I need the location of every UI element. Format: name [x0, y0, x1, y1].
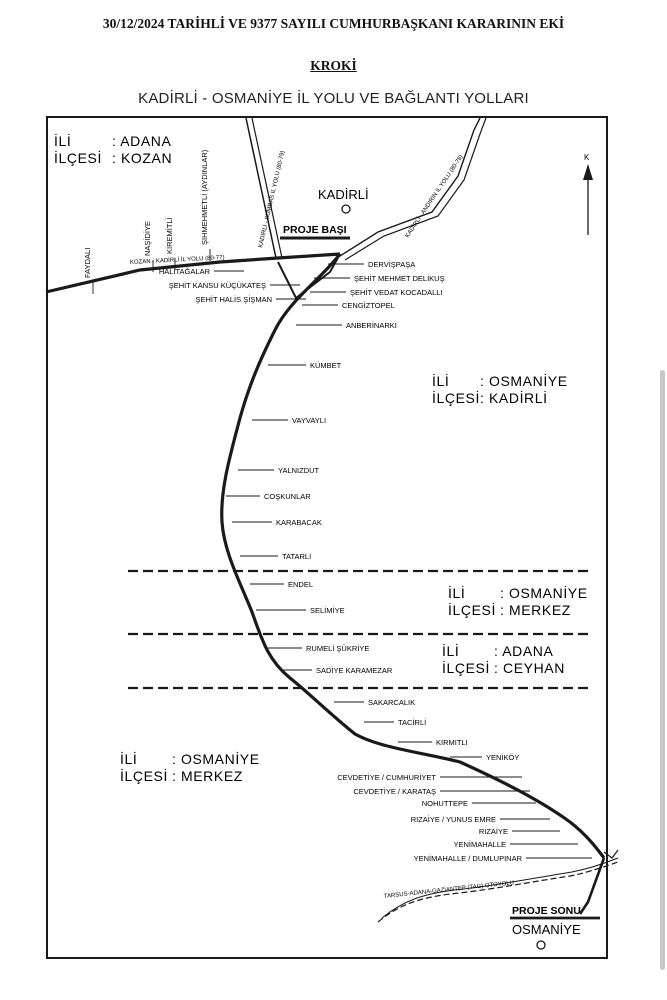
neighborhood-label: RIZAİYE [479, 827, 508, 836]
region-merkez-right-il-key: İLİ [448, 584, 465, 601]
region-kadirli-ilce-val: : KADİRLİ [480, 389, 548, 406]
region-merkez-left-il-key: İLİ [120, 750, 137, 767]
region-merkez-left-ilce-key: İLÇESİ [120, 767, 168, 784]
left-village-label: ŞEHİT KANSU KÜÇÜKATEŞ [169, 281, 266, 290]
right-top-village-label: ŞEHİT MEHMET DELİKUŞ [354, 274, 445, 283]
neighborhood-label: CEVDETİYE / CUMHURİYET [337, 773, 436, 782]
route-village-label: YALNIZDUT [278, 466, 320, 475]
route-village-label: SAKARCALIK [368, 698, 415, 707]
right-top-village-label: CENGİZTOPEL [342, 301, 395, 310]
region-kozan-il-key: İLİ [54, 132, 71, 149]
route-village-label: TATARLI [282, 552, 311, 561]
route-village-label: KARABACAK [276, 518, 322, 527]
neighborhood-label: YENİMAHALLE [453, 840, 506, 849]
decree-header: 30/12/2024 TARİHLİ VE 9377 SAYILI CUMHUR… [102, 16, 565, 31]
vertical-village-label: FAYDALI [83, 248, 92, 278]
map-frame [46, 116, 608, 959]
neighborhood-label: RIZAİYE / YUNUS EMRE [411, 815, 496, 824]
road-label-tag: TARSUS-ADANA-GAZİANTEP (TAG) OTOYOLU [383, 879, 514, 900]
osmaniye-town-icon [536, 940, 546, 950]
junction-connector [277, 253, 341, 300]
project-end-label: PROJE SONU [512, 905, 581, 917]
tag-motorway [377, 861, 619, 923]
region-kozan-ilce-key: İLÇESİ [54, 149, 102, 166]
route-village-label: RUMELİ ŞÜKRİYE [306, 644, 369, 653]
route-village-label: COŞKUNLAR [264, 492, 311, 501]
region-merkez-right-il-val: : OSMANİYE [500, 584, 588, 601]
region-kadirli-il-val: : OSMANİYE [480, 372, 568, 389]
route-village-label: SELİMİYE [310, 606, 345, 615]
map-title: KADİRLİ - OSMANİYE İL YOLU VE BAĞLANTI Y… [138, 90, 529, 107]
route-village-label: VAYVAYLI [292, 416, 326, 425]
road-label-kozan-kadirli: KOZAN - KADİRLİ İL YOLU (80-77) [130, 254, 225, 266]
region-merkez-left-ilce-val: : MERKEZ [172, 768, 243, 784]
north-arrow-icon: K [583, 153, 593, 235]
main-route [220, 253, 606, 859]
region-merkez-right-ilce-key: İLÇESİ [448, 601, 496, 618]
region-merkez-right-ilce-val: : MERKEZ [500, 602, 571, 618]
neighborhood-label: CEVDETİYE / KARATAŞ [353, 787, 436, 796]
tag-motorway-edge [381, 857, 619, 919]
route-village-label: ENDEL [288, 580, 313, 589]
kadirli-town-icon [341, 204, 351, 214]
left-village-label: HALİTAĞALAR [159, 267, 211, 276]
region-ceyhan-il-key: İLİ [442, 642, 459, 659]
neighborhood-label: YENİMAHALLE / DUMLUPINAR [414, 854, 523, 863]
right-top-village-label: ŞEHİT VEDAT KOCADALLI [350, 288, 443, 297]
route-village-label: KIRMITLI [436, 738, 468, 747]
kozan-kadirli-road [45, 252, 341, 294]
route-village-label: SADİYE KARAMEZAR [316, 666, 393, 675]
kadirli-sumbas-road [245, 117, 277, 259]
kadirli-andirin-road-edge [344, 117, 487, 261]
project-start-label: PROJE BAŞI [283, 224, 347, 236]
osmaniye-label: OSMANİYE [512, 922, 581, 937]
region-ceyhan-il-val: : ADANA [494, 643, 554, 659]
motorway-branch [603, 849, 619, 859]
region-kadirli-ilce-key: İLÇESİ [432, 389, 480, 406]
region-kozan-ilce-val: : KOZAN [112, 150, 172, 166]
route-village-label: ANBERİNARKI [346, 321, 397, 330]
route-village-label: TACİRLİ [398, 718, 426, 727]
region-kozan-il-val: : ADANA [112, 133, 172, 149]
north-marker: K [584, 153, 590, 162]
scrollbar[interactable] [660, 370, 665, 970]
right-top-village-label: DERVİŞPAŞA [368, 260, 415, 269]
region-merkez-left-il-val: : OSMANİYE [172, 750, 260, 767]
region-kadirli-il-key: İLİ [432, 372, 449, 389]
kadirli-sumbas-road-edge [251, 117, 283, 259]
vertical-village-label: KİREMİTLİ [165, 217, 174, 254]
kadirli-andirin-road [339, 117, 481, 257]
kadirli-label: KADİRLİ [318, 187, 369, 202]
vertical-village-label: ŞIHMEHMETLİ (AYDINLAR) [200, 149, 209, 245]
left-village-label: ŞEHİT HALİS ŞİŞMAN [195, 295, 272, 304]
osmaniye-connector [578, 857, 606, 915]
route-village-label: KÜMBET [310, 361, 342, 370]
kroki-title: KROKİ [310, 58, 357, 73]
vertical-village-label: NAŞİDİYE [143, 221, 152, 256]
road-label-kadirli-andirin: KADİRLİ - ANDIRIN İL YOLU (80-78) [404, 154, 465, 239]
neighborhood-label: NOHUTTEPE [422, 799, 468, 808]
route-village-label: YENİKÖY [486, 753, 519, 762]
region-ceyhan-ilce-val: : CEYHAN [494, 660, 565, 676]
region-ceyhan-ilce-key: İLÇESİ [442, 659, 490, 676]
